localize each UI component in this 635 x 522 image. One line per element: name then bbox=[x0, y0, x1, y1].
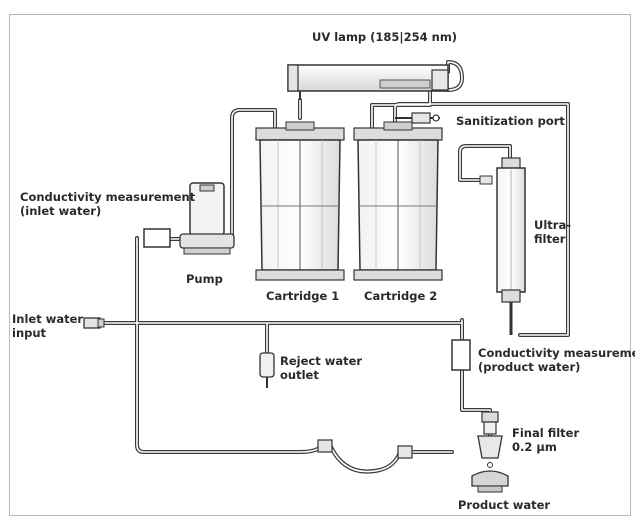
cartridge-1 bbox=[255, 121, 345, 281]
label-conductivity-inlet: Conductivity measurement (inlet water) bbox=[20, 190, 195, 218]
label-final-filter-line1: Final filter bbox=[512, 426, 580, 440]
label-sanitization-port: Sanitization port bbox=[456, 114, 565, 128]
label-inlet-water-line2: input bbox=[12, 326, 47, 340]
label-inlet-water: Inlet water input bbox=[12, 312, 83, 340]
reject-water-outlet bbox=[259, 352, 275, 388]
conductivity-sensor-product bbox=[451, 339, 471, 371]
label-ultrafilter-line2: filter bbox=[534, 232, 566, 246]
diagram-frame bbox=[9, 14, 631, 516]
label-uv-lamp: UV lamp (185|254 nm) bbox=[312, 30, 458, 44]
ultrafilter bbox=[479, 157, 526, 335]
label-reject-water-line1: Reject water bbox=[280, 354, 363, 368]
label-cartridge-1: Cartridge 1 bbox=[266, 289, 340, 303]
label-conductivity-product-line2: (product water) bbox=[478, 360, 581, 374]
hose-fittings bbox=[317, 439, 413, 459]
label-conductivity-product: Conductivity measurement (product water) bbox=[478, 346, 635, 374]
label-conductivity-inlet-line2: (inlet water) bbox=[20, 204, 102, 218]
label-conductivity-inlet-line1: Conductivity measurement bbox=[20, 190, 196, 204]
label-product-water: Product water bbox=[458, 498, 551, 512]
inlet-connector bbox=[83, 317, 105, 329]
label-ultrafilter-line1: Ultra- bbox=[534, 218, 571, 232]
label-ultrafilter: Ultra- filter bbox=[534, 218, 571, 246]
uv-lamp bbox=[287, 64, 449, 100]
label-final-filter-line2: 0.2 µm bbox=[512, 440, 557, 454]
sanitization-port bbox=[395, 112, 440, 124]
label-reject-water: Reject water outlet bbox=[280, 354, 362, 382]
label-cartridge-2: Cartridge 2 bbox=[364, 289, 438, 303]
label-final-filter: Final filter 0.2 µm bbox=[512, 426, 579, 454]
label-reject-water-line2: outlet bbox=[280, 368, 319, 382]
conductivity-sensor-inlet bbox=[143, 228, 171, 248]
label-inlet-water-line1: Inlet water bbox=[12, 312, 84, 326]
cartridge-2 bbox=[353, 121, 443, 281]
label-pump: Pump bbox=[186, 272, 223, 286]
pump bbox=[179, 182, 235, 255]
label-conductivity-product-line1: Conductivity measurement bbox=[478, 346, 635, 360]
final-filter bbox=[471, 411, 509, 493]
